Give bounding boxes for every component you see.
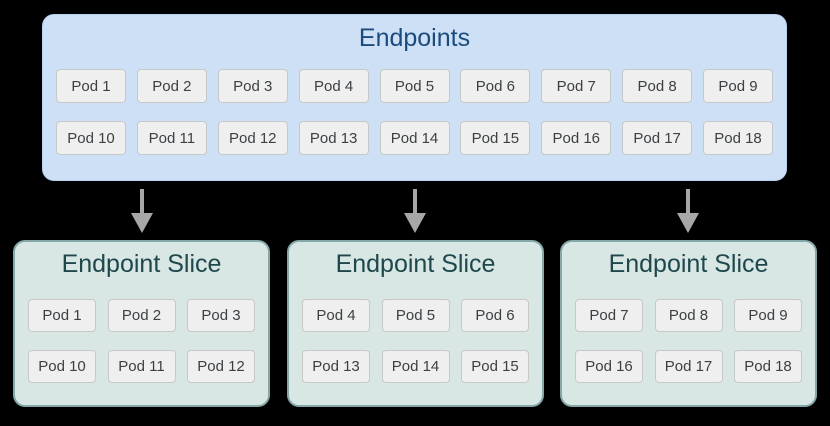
pod-chip: Pod 18 — [703, 121, 773, 155]
pod-chip: Pod 5 — [381, 299, 450, 332]
endpoints-pod-row-2: Pod 10 Pod 11 Pod 12 Pod 13 Pod 14 Pod 1… — [43, 121, 786, 155]
arrow-head — [404, 213, 426, 233]
pod-chip: Pod 10 — [56, 121, 126, 155]
pod-chip: Pod 15 — [461, 350, 529, 383]
slice-pod-row-1: Pod 4 Pod 5 Pod 6 — [289, 299, 542, 332]
endpoints-pod-row-1: Pod 1 Pod 2 Pod 3 Pod 4 Pod 5 Pod 6 Pod … — [43, 69, 786, 103]
pod-chip: Pod 1 — [28, 299, 96, 332]
pod-chip: Pod 17 — [654, 350, 723, 383]
pod-chip: Pod 2 — [107, 299, 176, 332]
slice-pod-row-2: Pod 10 Pod 11 Pod 12 — [15, 350, 268, 383]
pod-chip: Pod 12 — [187, 350, 255, 383]
endpoint-slice-title: Endpoint Slice — [335, 250, 496, 278]
pod-chip: Pod 6 — [460, 69, 531, 103]
pod-chip: Pod 5 — [379, 69, 450, 103]
pod-chip: Pod 7 — [541, 69, 612, 103]
pod-chip: Pod 2 — [136, 69, 207, 103]
pod-chip: Pod 16 — [541, 121, 612, 155]
pod-chip: Pod 18 — [734, 350, 802, 383]
endpoint-slice-group-2: Endpoint Slice Pod 4 Pod 5 Pod 6 Pod 13 … — [287, 240, 544, 407]
slice-pod-row-2: Pod 13 Pod 14 Pod 15 — [289, 350, 542, 383]
endpoints-group: Endpoints Pod 1 Pod 2 Pod 3 Pod 4 Pod 5 … — [42, 14, 787, 181]
pod-chip: Pod 6 — [461, 299, 529, 332]
arrow-down-icon — [404, 189, 426, 233]
pod-chip: Pod 11 — [107, 350, 176, 383]
pod-chip: Pod 16 — [575, 350, 643, 383]
pod-chip: Pod 15 — [460, 121, 531, 155]
pod-chip: Pod 12 — [217, 121, 288, 155]
endpoint-slice-title: Endpoint Slice — [608, 250, 769, 278]
arrow-down-icon — [131, 189, 153, 233]
pod-chip: Pod 4 — [302, 299, 370, 332]
pod-chip: Pod 9 — [703, 69, 773, 103]
slice-pod-row-1: Pod 7 Pod 8 Pod 9 — [562, 299, 815, 332]
pod-chip: Pod 17 — [622, 121, 693, 155]
pod-chip: Pod 13 — [302, 350, 370, 383]
arrow-stem — [686, 189, 690, 213]
pod-chip: Pod 9 — [734, 299, 802, 332]
arrow-stem — [413, 189, 417, 213]
pod-chip: Pod 13 — [298, 121, 369, 155]
pod-chip: Pod 14 — [381, 350, 450, 383]
pod-chip: Pod 8 — [622, 69, 693, 103]
pod-chip: Pod 14 — [379, 121, 450, 155]
pod-chip: Pod 1 — [56, 69, 126, 103]
pod-chip: Pod 3 — [217, 69, 288, 103]
endpoints-title: Endpoints — [358, 24, 471, 52]
pod-chip: Pod 3 — [187, 299, 255, 332]
pod-chip: Pod 4 — [298, 69, 369, 103]
slice-pod-row-2: Pod 16 Pod 17 Pod 18 — [562, 350, 815, 383]
endpoint-slice-group-1: Endpoint Slice Pod 1 Pod 2 Pod 3 Pod 10 … — [13, 240, 270, 407]
arrow-down-icon — [677, 189, 699, 233]
pod-chip: Pod 8 — [654, 299, 723, 332]
pod-chip: Pod 10 — [28, 350, 96, 383]
arrow-head — [677, 213, 699, 233]
endpoint-slice-group-3: Endpoint Slice Pod 7 Pod 8 Pod 9 Pod 16 … — [560, 240, 817, 407]
endpoint-slice-title: Endpoint Slice — [61, 250, 222, 278]
pod-chip: Pod 7 — [575, 299, 643, 332]
arrow-head — [131, 213, 153, 233]
arrow-stem — [140, 189, 144, 213]
pod-chip: Pod 11 — [136, 121, 207, 155]
slice-pod-row-1: Pod 1 Pod 2 Pod 3 — [15, 299, 268, 332]
